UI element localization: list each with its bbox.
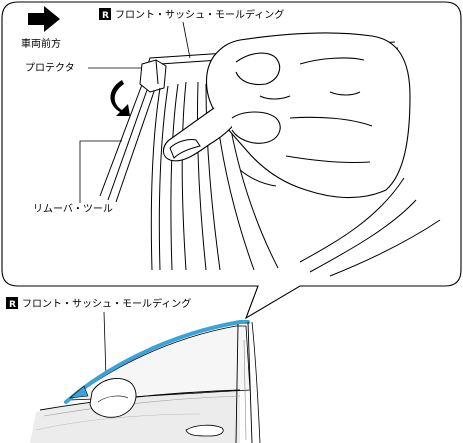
title-leader (182, 21, 191, 59)
car-view-title: R フロント・サッシュ・モールディング (6, 297, 191, 310)
door-handle (185, 424, 224, 437)
callout-badge (99, 8, 111, 20)
curved-arrow-icon (110, 80, 130, 116)
removal-tool (169, 139, 201, 159)
car-view-title-text: フロント・サッシュ・モールディング (22, 297, 191, 310)
direction-label: 車両前方 (21, 37, 61, 50)
tool-leader (79, 140, 122, 203)
callout-title: R フロント・サッシュ・モールディング (99, 8, 284, 21)
arrow-right-icon (28, 6, 60, 32)
tool-label: リムーバ・ツール (33, 203, 113, 215)
car-view-leader (103, 311, 107, 379)
callout-title-text: フロント・サッシュ・モールディング (115, 8, 284, 21)
car-view-badge-text: R (9, 300, 16, 310)
protector-label: プロテクタ (25, 62, 75, 74)
protector (139, 59, 167, 93)
side-mirror (89, 377, 137, 418)
car-view-badge (6, 297, 18, 309)
callout-badge-text: R (102, 11, 109, 21)
car-illustration (30, 320, 261, 443)
